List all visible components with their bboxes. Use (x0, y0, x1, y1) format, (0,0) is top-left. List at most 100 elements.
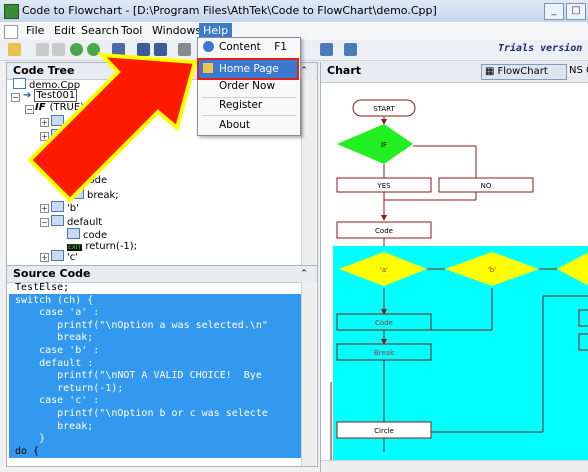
menu-edit[interactable]: Edit (54, 24, 76, 37)
tree-node-case-c[interactable]: 'c' (51, 250, 78, 263)
source-code-title: Source Code (7, 266, 317, 283)
collapse-panel-icon[interactable]: ⌃ (300, 269, 308, 279)
code-line[interactable]: TestElse; (15, 282, 70, 293)
code-line[interactable]: default : (15, 357, 94, 369)
zoom-in-icon[interactable] (70, 43, 83, 56)
code-line[interactable]: case 'a' : (15, 307, 100, 319)
trial-text: Trials version (498, 43, 583, 54)
print-icon[interactable] (178, 43, 191, 56)
block-icon (51, 215, 64, 226)
menu-windows[interactable]: Windows (152, 24, 202, 37)
collapse-icon[interactable] (36, 43, 49, 56)
tree-expander[interactable]: + (40, 204, 49, 213)
tree-node-function[interactable]: ➔Test001 (23, 89, 78, 102)
home-icon (203, 63, 213, 73)
maximize-button[interactable]: □ (566, 3, 586, 20)
tree-node-default[interactable]: default (51, 215, 102, 228)
code-line[interactable]: case 'b' : (15, 345, 100, 356)
collapse-panel-icon[interactable]: ⌃ (300, 66, 308, 76)
minimize-button[interactable]: _ (544, 3, 564, 20)
break-label: Break (374, 349, 395, 357)
layout-icon[interactable] (320, 43, 333, 56)
tree-expander[interactable]: − (40, 218, 49, 227)
yes-box[interactable] (336, 177, 432, 193)
if-diamond[interactable] (337, 124, 413, 164)
menu-item-home-page[interactable]: Home Page (197, 58, 299, 80)
tab-flowchart[interactable]: ▦FlowChart (481, 64, 567, 80)
code-line[interactable]: do { (15, 445, 40, 457)
code-line[interactable]: break; (15, 420, 94, 432)
open-icon[interactable] (8, 43, 21, 56)
menu-item-register[interactable]: Register (219, 99, 263, 111)
flowchart-canvas: START IF YES NO Code 'a' 'b' Code Break … (330, 99, 588, 460)
doc-menu-icon[interactable] (4, 25, 18, 39)
code-line[interactable]: printf("\nNOT A VALID CHOICE! Bye (15, 370, 262, 382)
code-box[interactable] (336, 221, 432, 239)
code-selection (9, 294, 301, 458)
code-line[interactable]: break; (15, 332, 94, 344)
title-bar: Code to Flowchart - [D:\Program Files\At… (0, 0, 588, 23)
expand-icon[interactable] (52, 43, 65, 56)
menu-help[interactable]: Help (199, 23, 233, 39)
code-line[interactable]: return(-1); (15, 382, 124, 394)
tree-expander[interactable]: − (11, 93, 20, 102)
tree-node-if[interactable]: IF(TRUE) (35, 102, 85, 113)
code-line[interactable]: switch (ch) { (15, 294, 94, 306)
tree-scrollbar[interactable] (301, 79, 316, 265)
case-b-diamond[interactable] (445, 252, 539, 286)
menu-tool[interactable]: Tool (121, 24, 143, 37)
menu-separator (202, 115, 296, 116)
app-icon (4, 4, 19, 19)
code-line[interactable]: printf("\nOption b or c was selecte (15, 408, 268, 419)
tree-expander[interactable]: + (40, 253, 49, 262)
source-code-panel: Source Code ⌃ TestElse; switch (ch) { ca… (6, 265, 318, 467)
start-shape[interactable] (352, 99, 416, 117)
menu-item-about[interactable]: About (219, 119, 251, 131)
chart-hscrollbar[interactable] (321, 460, 588, 472)
menu-file[interactable]: File (26, 24, 45, 37)
tree-node-item[interactable] (51, 115, 67, 128)
tab-ns-chart[interactable]: NS C (569, 65, 588, 76)
side-box[interactable] (578, 333, 588, 351)
exit-icon: EXIT (67, 244, 83, 251)
tree-node-code[interactable]: code (67, 228, 107, 241)
no-label: NO (481, 182, 492, 190)
menu-search[interactable]: Search (81, 24, 119, 37)
code-line[interactable]: case 'c' : (15, 395, 100, 407)
no-box[interactable] (438, 177, 534, 193)
save-icon[interactable] (137, 43, 150, 56)
circle-label: Circle (374, 427, 394, 435)
menu-item-content[interactable]: Content F1 (199, 38, 297, 56)
tree-expander[interactable]: + (40, 118, 49, 127)
case-b-label: 'b' (488, 266, 496, 274)
source-scrollbar[interactable] (301, 282, 316, 466)
block-icon (51, 115, 64, 126)
case-c-diamond[interactable] (557, 252, 588, 286)
code-box-2[interactable] (336, 313, 432, 331)
chart-panel: Chart ▦FlowChart NS C (320, 62, 588, 472)
side-box[interactable] (578, 309, 588, 327)
tree-expander[interactable]: + (40, 132, 49, 141)
break-box[interactable] (336, 343, 432, 361)
save-all-icon[interactable] (154, 43, 167, 56)
code-line[interactable]: } (15, 433, 46, 445)
zoom-out-icon[interactable] (87, 43, 100, 56)
tree-node-file[interactable]: demo.Cpp (13, 78, 80, 91)
pause-icon[interactable] (344, 43, 357, 56)
flowchart-icon: ▦ (485, 66, 495, 77)
tree-node-code[interactable]: code (83, 175, 108, 186)
tree-expander[interactable]: − (25, 105, 34, 114)
menu-separator (202, 58, 296, 59)
tree-node-case-b[interactable]: 'b' (51, 201, 79, 214)
case-a-diamond[interactable] (339, 252, 427, 286)
menu-item-order-now[interactable]: Order Now (219, 80, 276, 92)
start-label: START (373, 105, 395, 113)
help-dropdown: Content F1 Home Page Order Now Register … (197, 37, 301, 136)
window-title: Code to Flowchart - [D:\Program Files\At… (22, 4, 437, 17)
code-line[interactable]: printf("\nOption a was selected.\n" (15, 319, 268, 331)
find-icon[interactable] (112, 43, 125, 56)
circle-box[interactable] (336, 421, 432, 439)
menu-separator (202, 97, 296, 98)
